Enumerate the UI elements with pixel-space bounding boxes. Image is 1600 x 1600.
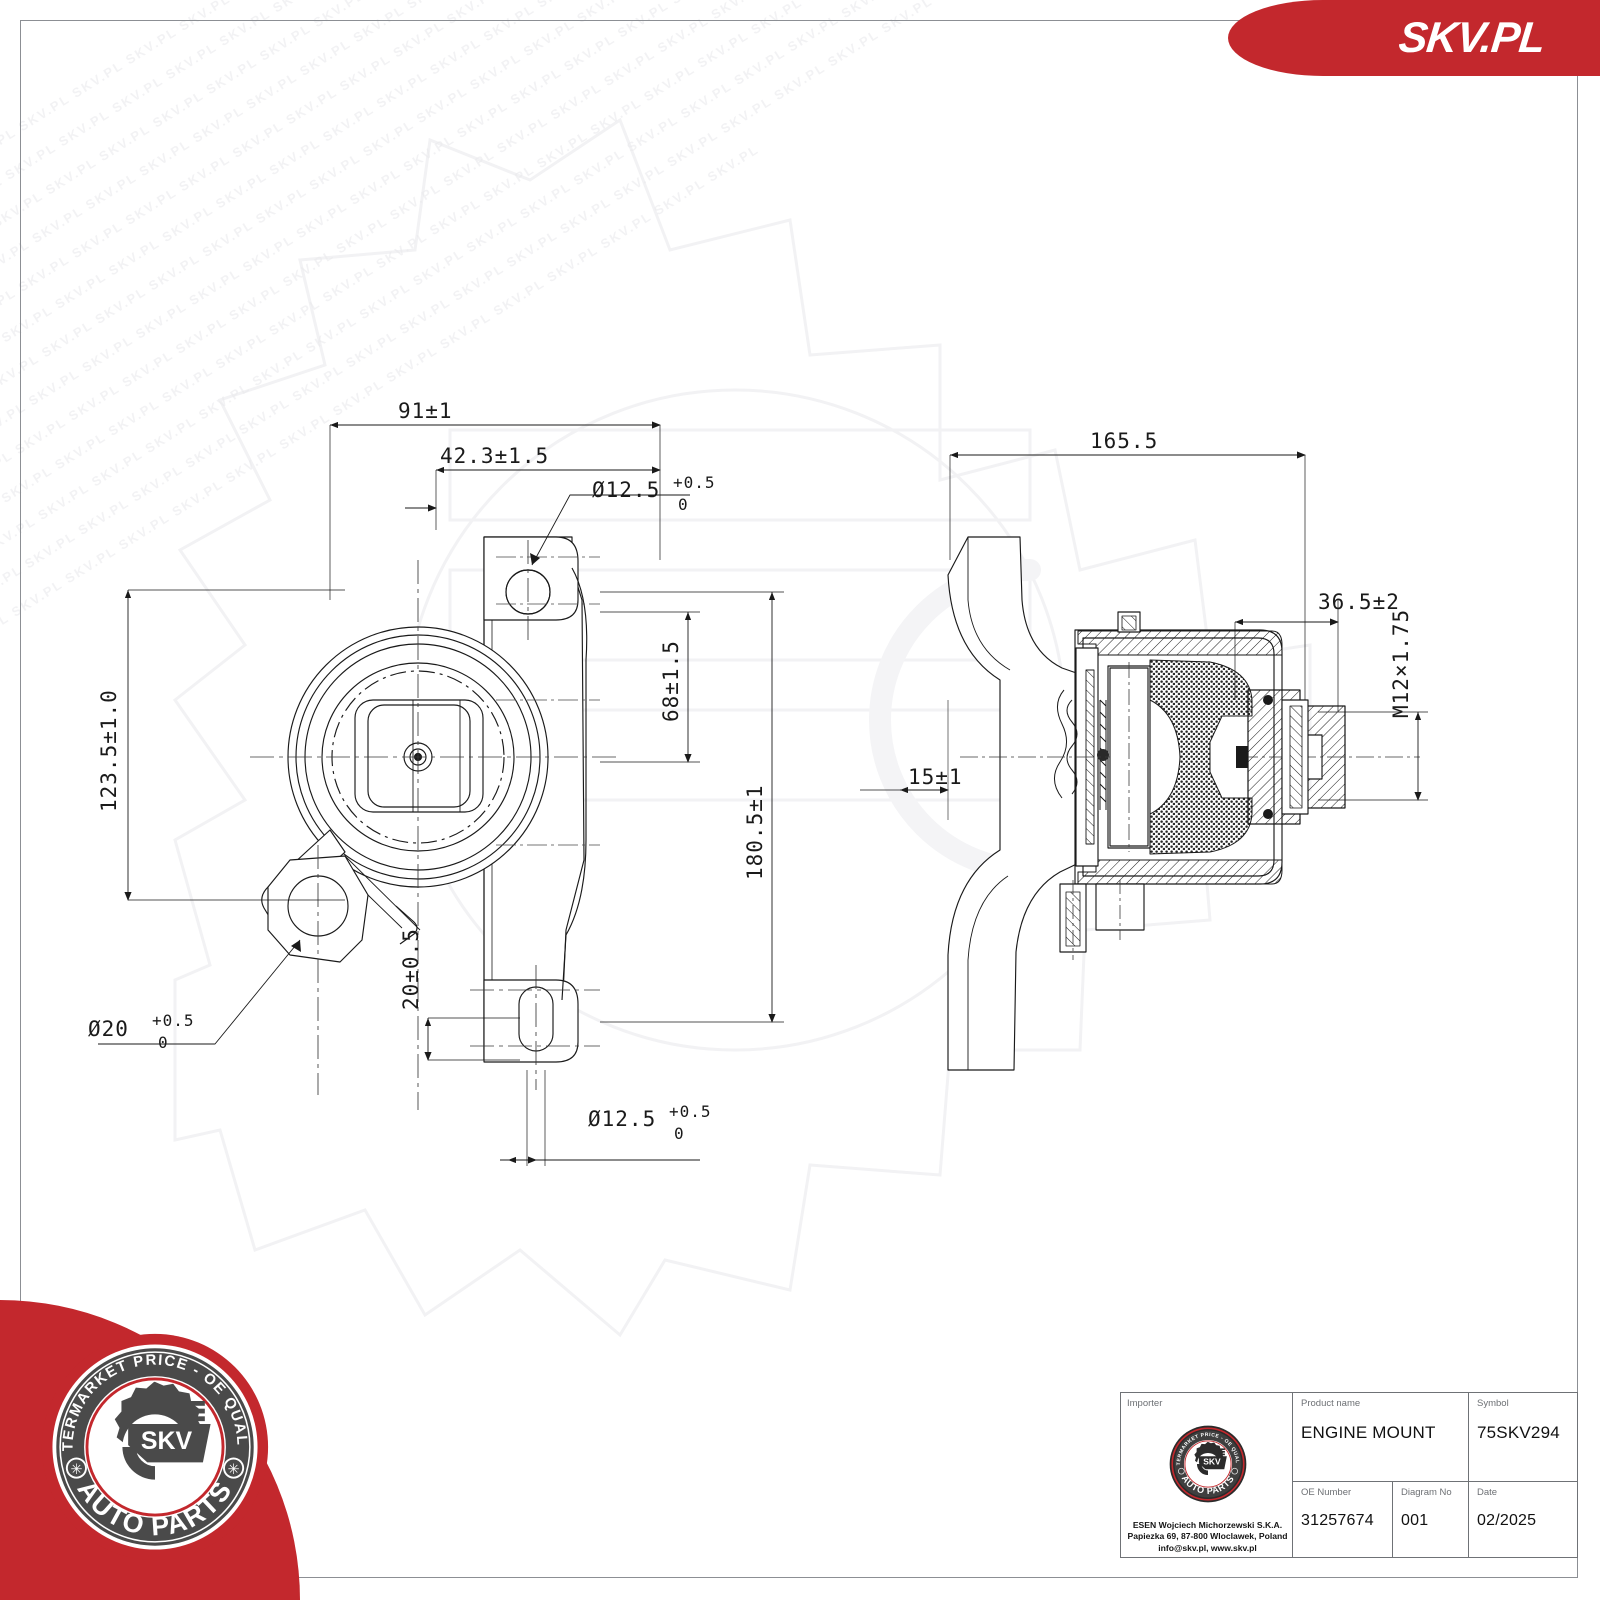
symbol-label: Symbol (1477, 1398, 1509, 1409)
svg-text:✳: ✳ (228, 1462, 240, 1478)
dim-hole-bottom-tol-upper: +0.5 (669, 1102, 712, 1121)
skv-brand-banner: SKV.PL (1228, 0, 1600, 76)
oe-number-cell: OE Number 31257674 (1293, 1482, 1393, 1557)
dim-hole-top-tol-lower: 0 (678, 495, 689, 514)
svg-text:SKV: SKV (1203, 1457, 1221, 1467)
dim-flange-offset: 15±1 (908, 765, 963, 789)
title-block-fields: Product name ENGINE MOUNT Symbol 75SKV29… (1293, 1393, 1577, 1557)
importer-address-block: ESEN Wojciech Michorzewski S.K.A. Papiez… (1127, 1520, 1288, 1555)
importer-contact: info@skv.pl, www.skv.pl (1158, 1542, 1257, 1553)
dim-slot-height: 20±0.5 (399, 928, 423, 1010)
dim-hole-bottom-tol-lower: 0 (674, 1124, 685, 1143)
dim-bush-tol-upper: +0.5 (152, 1011, 195, 1030)
dim-stud-length: 36.5±2 (1318, 590, 1400, 614)
dim-width-inner: 42.3±1.5 (440, 444, 549, 468)
title-block: Importer AFTERMARKET PRICE - OE QUALITY (1120, 1392, 1578, 1558)
dim-height-overall: 180.5±1 (743, 784, 767, 880)
title-block-row-2: OE Number 31257674 Diagram No 001 Date 0… (1293, 1482, 1577, 1557)
dim-height-upper: 68±1.5 (659, 640, 683, 722)
date-value: 02/2025 (1477, 1512, 1537, 1529)
importer-label: Importer (1127, 1398, 1163, 1409)
dim-hole-bottom: Ø12.5 (588, 1107, 656, 1131)
dim-width-overall: 91±1 (398, 399, 453, 423)
skv-logo-small: AFTERMARKET PRICE - OE QUALITY AUTO PART… (1127, 1409, 1288, 1520)
dim-bush-tol-lower: 0 (158, 1033, 169, 1052)
oe-number-label: OE Number (1301, 1487, 1352, 1498)
skv-auto-parts-badge: AFTERMARKET PRICE - OE QUALITY AUTO PART… (40, 1332, 270, 1562)
product-name-cell: Product name ENGINE MOUNT (1293, 1393, 1469, 1481)
importer-address: Papiezka 69, 87-800 Wloclawek, Poland (1127, 1531, 1288, 1541)
title-block-row-1: Product name ENGINE MOUNT Symbol 75SKV29… (1293, 1393, 1577, 1482)
date-label: Date (1477, 1487, 1498, 1498)
product-name-value: ENGINE MOUNT (1301, 1423, 1436, 1442)
date-cell: Date 02/2025 (1469, 1482, 1577, 1557)
diagram-no-label: Diagram No (1401, 1487, 1452, 1498)
svg-text:SKV: SKV (141, 1427, 193, 1455)
dim-height-left: 123.5±1.0 (97, 689, 121, 812)
importer-cell: Importer AFTERMARKET PRICE - OE QUALITY (1121, 1393, 1293, 1557)
oe-number-value: 31257674 (1301, 1512, 1374, 1529)
diagram-no-cell: Diagram No 001 (1393, 1482, 1469, 1557)
symbol-cell: Symbol 75SKV294 (1469, 1393, 1577, 1481)
diagram-no-value: 001 (1401, 1512, 1429, 1529)
importer-name: ESEN Wojciech Michorzewski S.K.A. (1132, 1519, 1283, 1530)
product-name-label: Product name (1301, 1398, 1361, 1409)
dim-bush-dia: Ø20 (88, 1017, 129, 1041)
dim-thread: M12×1.75 (1389, 609, 1413, 718)
svg-text:✳: ✳ (70, 1462, 82, 1478)
symbol-value: 75SKV294 (1477, 1423, 1560, 1442)
dim-length-overall: 165.5 (1090, 429, 1158, 453)
dim-hole-top: Ø12.5 (592, 478, 660, 502)
dim-hole-top-tol-upper: +0.5 (673, 473, 716, 492)
